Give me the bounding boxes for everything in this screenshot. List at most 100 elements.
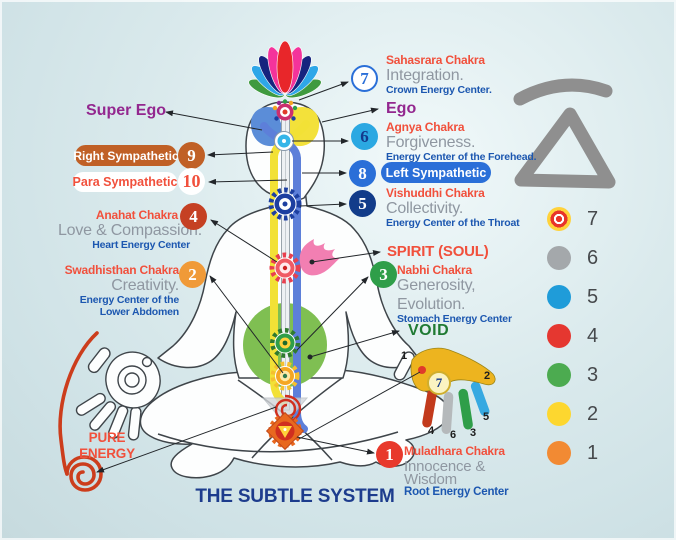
swadhisthan-chakra-block: Swadhisthan Chakra Creativity. Energy Ce… (22, 263, 180, 319)
hand-number-6: 6 (449, 429, 457, 441)
muladhara-name: Muladhara Chakra (404, 444, 505, 458)
hand-number-7: 7 (427, 371, 451, 395)
label-connectors (96, 81, 421, 473)
swadhisthan-number: 2 (179, 261, 206, 288)
sahasrara-name: Sahasrara Chakra (386, 53, 485, 67)
legend-dot-3 (547, 363, 571, 387)
lotus-crown-icon (248, 40, 322, 99)
kundalini-icon (261, 394, 309, 425)
hand-number-2: 2 (483, 370, 491, 382)
legend-item-3: 3 (547, 363, 598, 387)
legend-dot-6 (547, 246, 571, 270)
super-ego-label: Super Ego (86, 102, 167, 119)
left-sympathetic-pill: Left Sympathetic (381, 162, 491, 183)
hand-number-3: 3 (469, 427, 477, 439)
finger-gray (441, 392, 454, 434)
pure-energy-label: PURE ENERGY (72, 430, 142, 462)
agnya-quality: Forgiveness. (386, 134, 476, 151)
legend-number-5: 5 (587, 285, 599, 308)
swadhisthan-quality: Creativity. (111, 277, 179, 294)
vishuddhi-name: Vishuddhi Chakra (386, 186, 485, 200)
agnya-name: Agnya Chakra (386, 120, 465, 134)
muladhara-center: Root Energy Center (404, 486, 509, 498)
legend-number-2: 2 (587, 402, 599, 425)
legend-dot-4 (547, 324, 571, 348)
anahat-chakra-block: Anahat Chakra Love & Compassion. Heart E… (30, 208, 202, 252)
para-sympathetic-pill: Para Sympathetic (73, 172, 177, 192)
legend-number-6: 6 (587, 246, 599, 269)
void-label: VOID (408, 322, 450, 339)
anahat-chakra-icon (269, 252, 301, 284)
nabhi-number: 3 (370, 261, 397, 288)
legend-item-2: 2 (547, 402, 598, 426)
finger-red (422, 387, 438, 428)
ego-label: Ego (386, 100, 417, 117)
agnya-chakra-icon (274, 131, 294, 151)
nabhi-chakra-block: Nabhi Chakra Generosity, Evolution. Stom… (397, 263, 512, 326)
right-hand-thumb (393, 351, 415, 381)
brand-symbol-icon (513, 78, 616, 189)
sahasrara-chakra-block: Sahasrara Chakra Integration. Crown Ener… (386, 53, 492, 97)
sahasrara-number: 7 (351, 65, 378, 92)
hand-number-1: 1 (400, 350, 408, 362)
legend-dot-2 (547, 402, 571, 426)
spirit-flame-icon (299, 239, 340, 276)
right-sympathetic-number: 9 (178, 142, 205, 169)
sahasrara-chakra-icon (272, 99, 298, 121)
muladhara-quality-line2: Wisdom (404, 471, 457, 488)
left-sympathetic-number: 8 (349, 160, 376, 187)
vishuddhi-chakra-icon (268, 187, 302, 221)
para-sympathetic-number: 10 (178, 168, 205, 195)
finger-green (458, 388, 473, 430)
legend-number-1: 1 (587, 441, 599, 464)
left-hand (75, 347, 161, 441)
nabhi-quality-line1: Generosity, (397, 277, 476, 294)
hand-number-5: 5 (482, 411, 490, 423)
page-title: THE SUBTLE SYSTEM (195, 486, 395, 507)
legend-item-7: 7 (547, 207, 598, 231)
swadhisthan-name: Swadhisthan Chakra (64, 263, 180, 277)
vishuddhi-number: 5 (349, 190, 376, 217)
muladhara-chakra-block: Muladhara Chakra Innocence & Wisdom Root… (404, 444, 509, 499)
swadhisthan-center-line2: Lower Abdomen (99, 306, 179, 318)
brand-arc (513, 78, 613, 106)
legend-item-1: 1 (547, 441, 598, 465)
nabhi-name: Nabhi Chakra (397, 263, 472, 277)
legend-dot-5 (547, 285, 571, 309)
anahat-name: Anahat Chakra (95, 208, 178, 222)
spirit-soul-label: SPIRIT (SOUL) (387, 243, 489, 260)
chakra-legend: 7 6 5 4 3 2 1 (547, 207, 598, 480)
legend-item-6: 6 (547, 246, 598, 270)
legend-number-7: 7 (587, 207, 599, 230)
muladhara-quality-line1: Innocence & (404, 458, 486, 475)
brand-triangle (514, 107, 616, 189)
swadhisthan-center-line1: Energy Center of the (79, 294, 179, 306)
legend-item-5: 5 (547, 285, 598, 309)
anahat-center: Heart Energy Center (92, 239, 190, 251)
nabhi-center: Stomach Energy Center (397, 313, 512, 325)
muladhara-chakra-icon (265, 411, 305, 451)
pure-energy-line2: ENERGY (79, 446, 135, 461)
pure-energy-spiral (58, 331, 103, 492)
legend-dot-7 (547, 207, 571, 231)
hand-number-4: 4 (427, 425, 435, 437)
sahasrara-center: Crown Energy Center. (386, 84, 492, 96)
legend-dot-1 (547, 441, 571, 465)
anahat-quality: Love & Compassion. (57, 222, 202, 239)
muladhara-number: 1 (376, 441, 403, 468)
nabhi-chakra-icon (270, 328, 300, 358)
anahat-number: 4 (180, 203, 207, 230)
nabhi-quality-line2: Evolution. (397, 296, 466, 313)
agnya-number: 6 (351, 123, 378, 150)
vishuddhi-quality: Collectivity. (386, 200, 464, 217)
sahasrara-quality: Integration. (386, 67, 464, 84)
legend-item-4: 4 (547, 324, 598, 348)
agnya-center: Energy Center of the Forehead. (386, 151, 537, 163)
swadhisthan-chakra-icon (270, 361, 300, 391)
pure-energy-line1: PURE (88, 430, 126, 445)
right-sympathetic-pill: Right Sympathetic (73, 145, 179, 166)
legend-number-3: 3 (587, 363, 599, 386)
agnya-chakra-block: Agnya Chakra Forgiveness. Energy Center … (386, 120, 537, 164)
finger-blue (470, 381, 490, 416)
